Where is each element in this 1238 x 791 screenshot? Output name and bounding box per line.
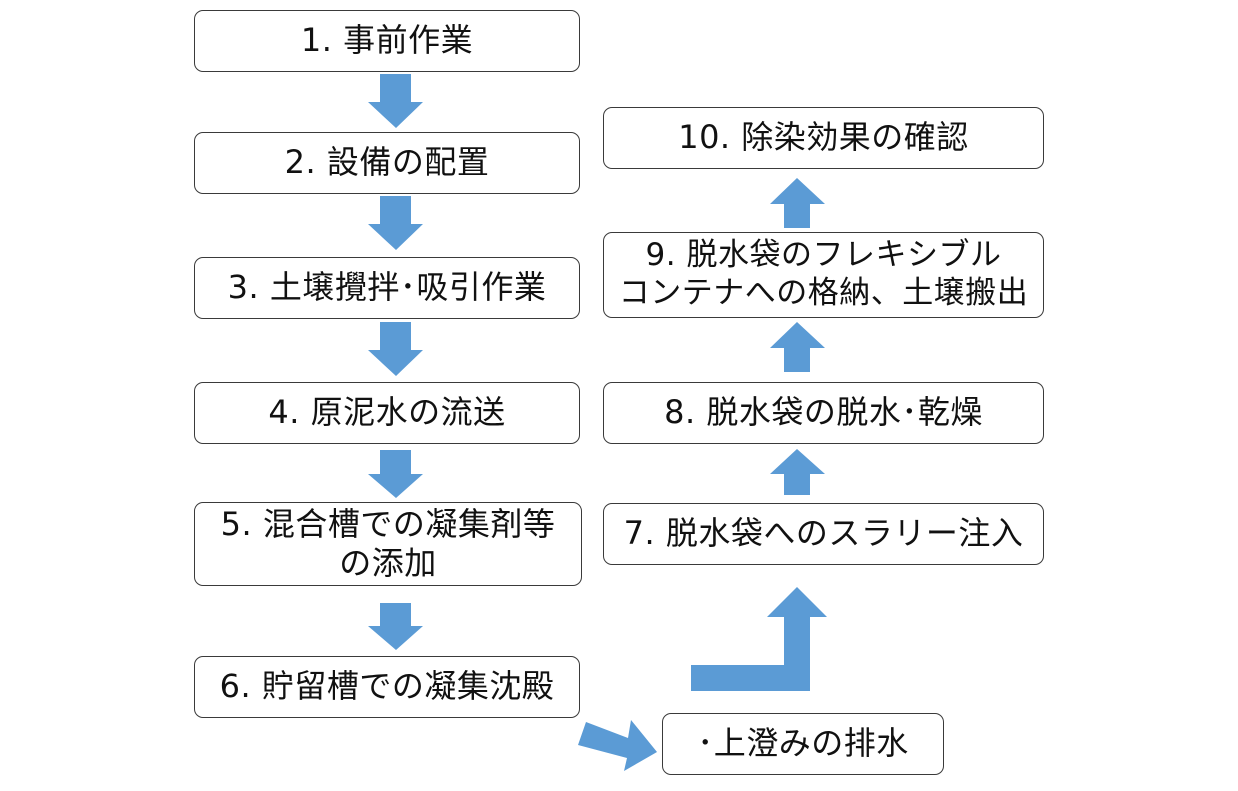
up-arrow-9-10 — [770, 178, 825, 228]
supernatant-drain-box: ･上澄みの排水 — [662, 713, 944, 775]
step-9-box: 9. 脱水袋のフレキシブル コンテナへの格納、土壌搬出 — [603, 232, 1044, 318]
down-arrow-1-2 — [368, 74, 423, 128]
step-7-box: 7. 脱水袋へのスラリー注入 — [603, 503, 1044, 565]
step-5-box: 5. 混合槽での凝集剤等 の添加 — [194, 502, 582, 586]
step-1-box: 1. 事前作業 — [194, 10, 580, 72]
step-10-box: 10. 除染効果の確認 — [603, 107, 1044, 169]
up-arrow-7-8 — [770, 449, 825, 495]
step-2-box: 2. 設備の配置 — [194, 132, 580, 194]
step-3-box: 3. 土壌攪拌･吸引作業 — [194, 257, 580, 319]
l-arrow-to-7 — [691, 587, 827, 691]
step-6-box: 6. 貯留槽での凝集沈殿 — [194, 656, 580, 718]
up-arrow-8-9 — [770, 322, 825, 372]
step-8-box: 8. 脱水袋の脱水･乾燥 — [603, 382, 1044, 444]
step-4-box: 4. 原泥水の流送 — [194, 382, 580, 444]
diagonal-arrow-6-drain — [578, 720, 657, 771]
down-arrow-5-6 — [368, 603, 423, 650]
down-arrow-4-5 — [368, 450, 423, 498]
down-arrow-2-3 — [368, 196, 423, 250]
down-arrow-3-4 — [368, 322, 423, 376]
